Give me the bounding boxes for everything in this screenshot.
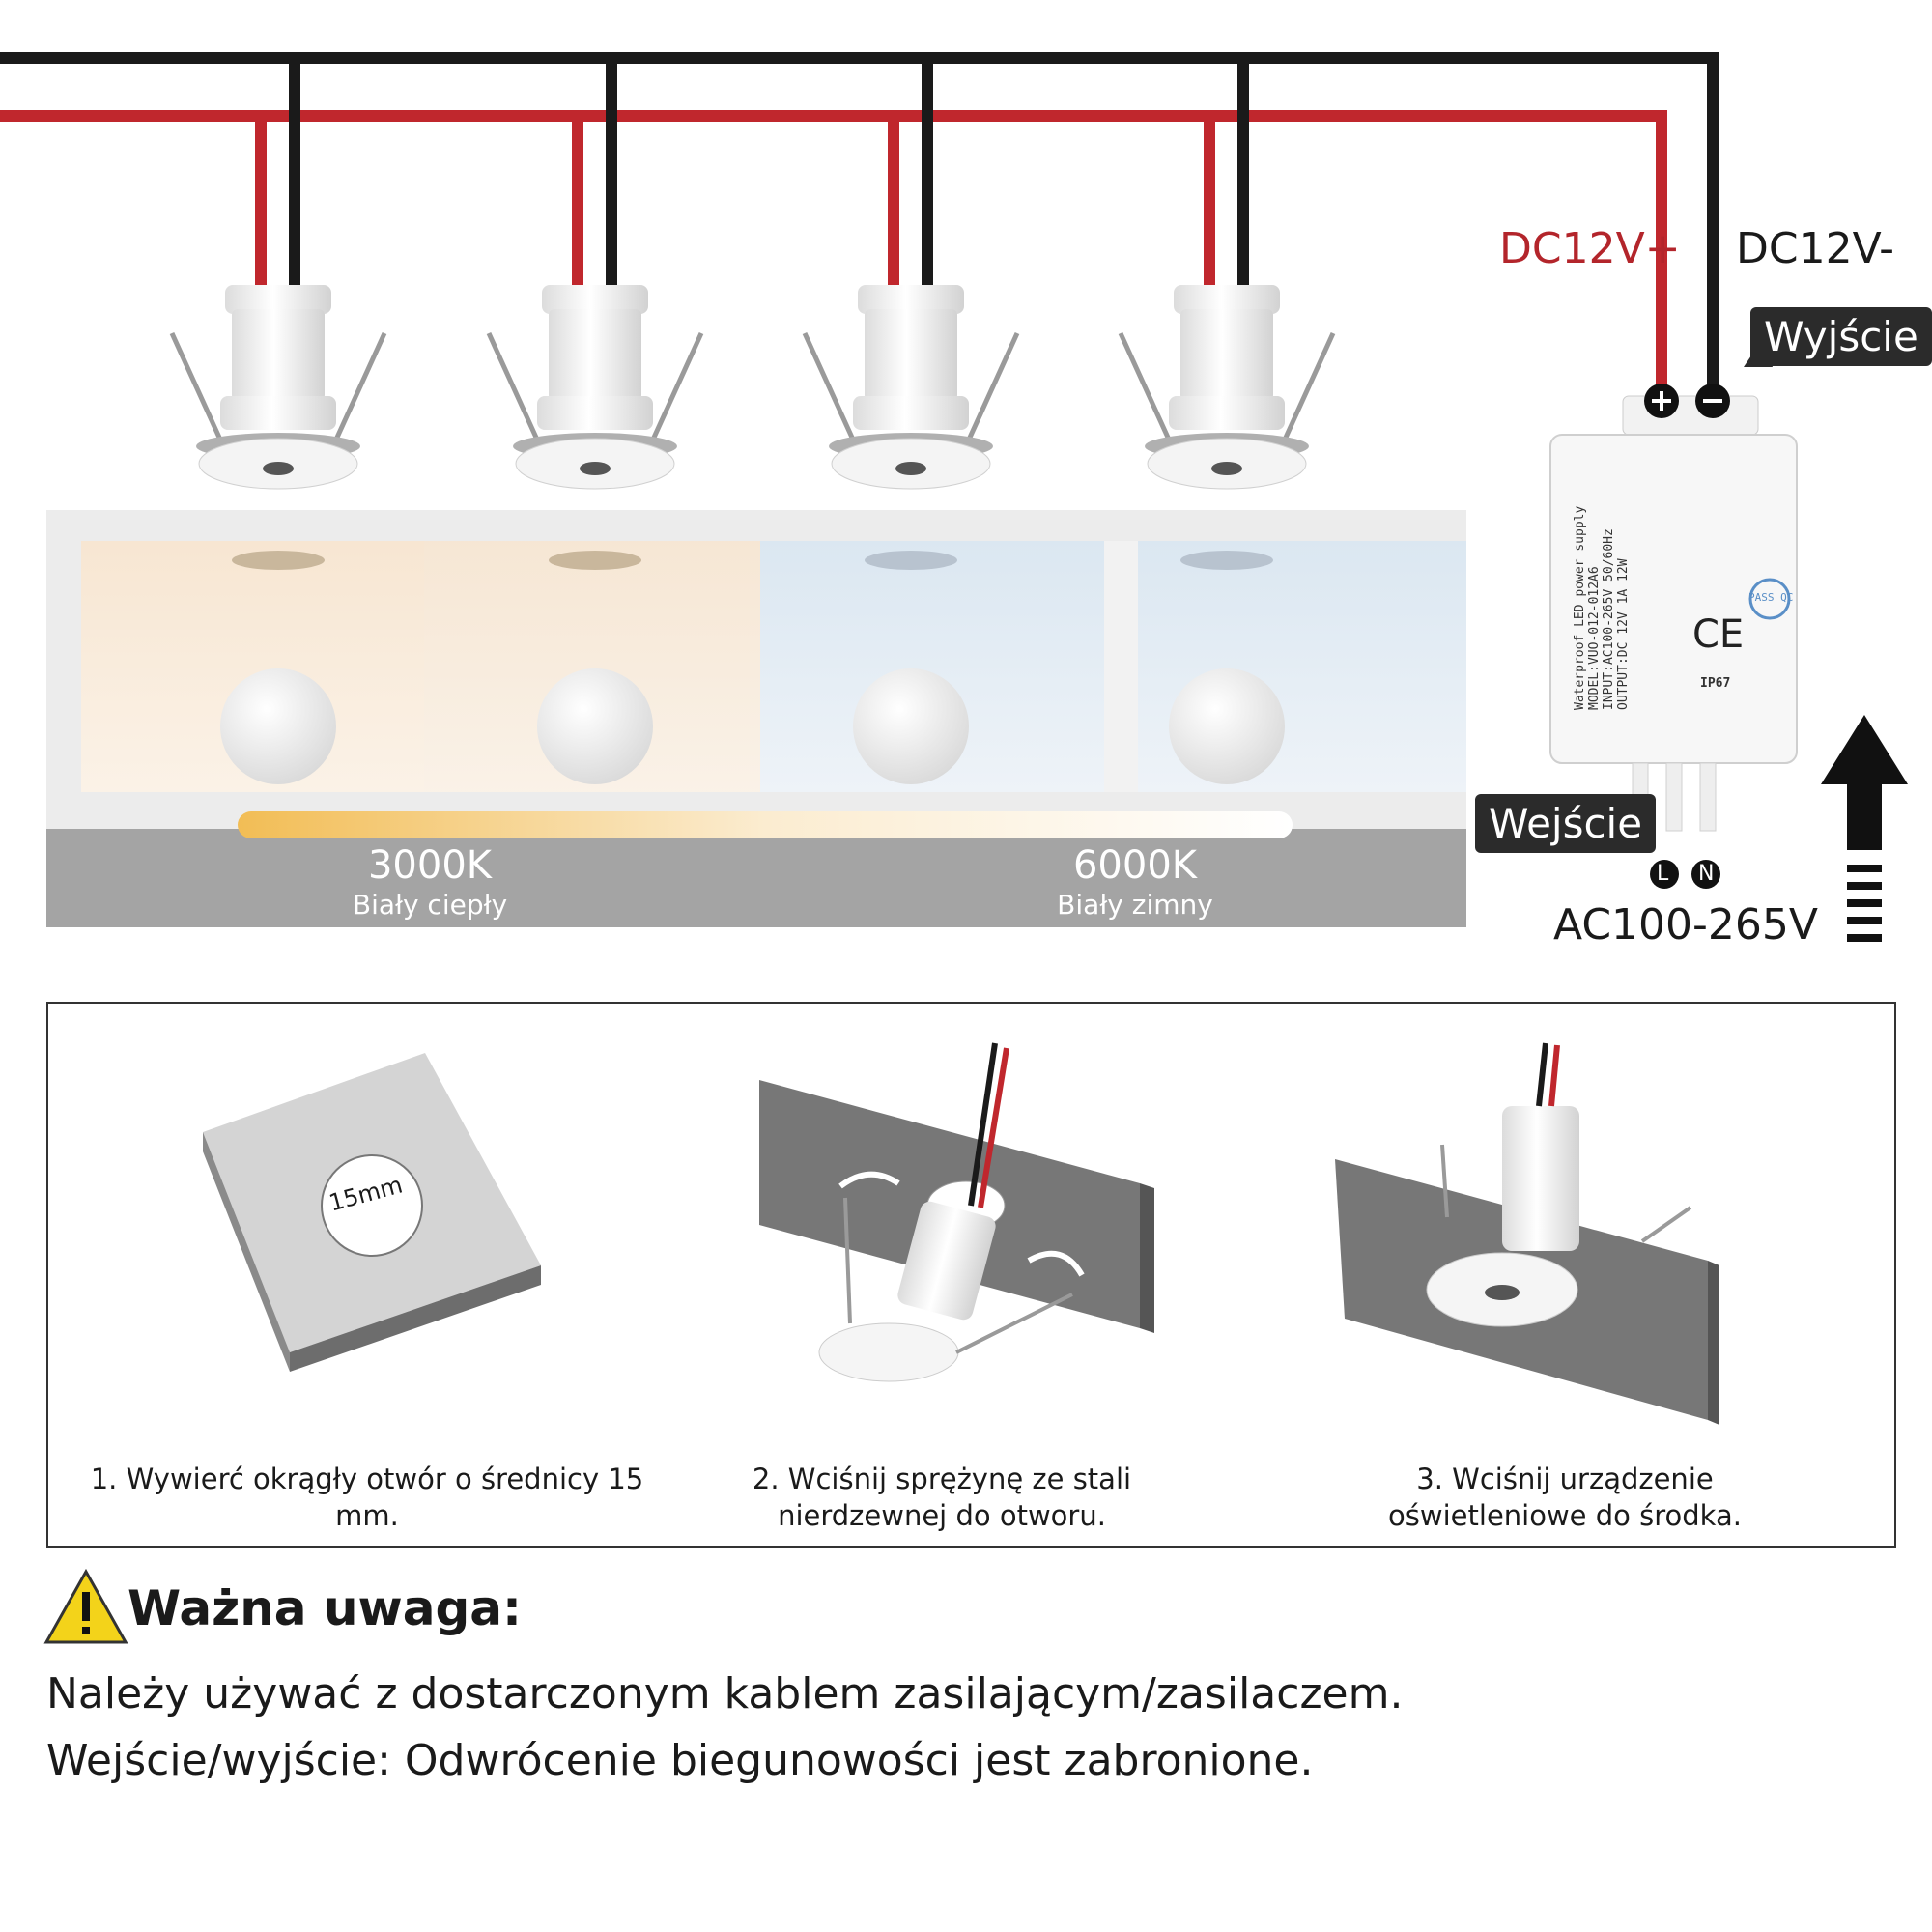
input-tag: Wejście [1475,794,1657,853]
warm-value: 3000K [367,843,493,888]
output-tag: Wyjście [1750,307,1932,366]
spotlight [486,285,704,490]
installation-frame [46,1002,1896,1548]
spotlight [802,285,1020,490]
arrow-up-icon [1821,715,1908,942]
spotlight [169,285,387,490]
spotlight-group [169,285,1336,490]
psu-label: Waterproof LED power supply MODEL:VUO-01… [1573,506,1631,710]
psu-line: INPUT:AC100-265V 50/60Hz [1602,528,1616,710]
step-2-caption: 2. Wciśnij sprężynę ze stali nierdzewnej… [752,1463,1132,1532]
warm-name: Biały ciepły [352,889,508,921]
psu-line: MODEL:VUO-012-012A6 [1587,566,1602,710]
l-terminal-label: L [1657,862,1669,886]
dc-minus-label: DC12V- [1736,224,1894,273]
step-3-illustration [1335,1042,1719,1425]
note-title: Ważna uwaga: [128,1580,523,1636]
ac-voltage-label: AC100-265V [1553,900,1818,950]
psu-line: Waterproof LED power supply [1573,505,1587,710]
note-line: Wejście/wyjście: Odwrócenie biegunowości… [46,1736,1314,1785]
step-1-caption: 1. Wywierć okrągły otwór o średnicy 15 m… [90,1463,644,1532]
power-supply: CE [1549,338,1798,889]
note-line: Należy używać z dostarczonym kablem zasi… [46,1669,1404,1719]
svg-text:CE: CE [1692,612,1744,657]
ip-rating: IP67 [1700,676,1731,691]
psu-line: OUTPUT:DC 12V 1A 12W [1616,558,1631,710]
cool-name: Biały zimny [1057,889,1213,921]
warning-icon [43,1568,128,1644]
step-2-illustration [759,1042,1154,1382]
wire-bus [0,52,1719,406]
n-terminal-label: N [1698,862,1715,886]
step-3-caption: 3. Wciśnij urządzenie oświetleniowe do ś… [1388,1463,1742,1532]
display-shelf [46,510,1466,927]
spotlight [1118,285,1336,490]
qc-badge: PASS QC [1748,591,1794,604]
step-1-illustration [203,1053,541,1372]
dc-plus-label: DC12V+ [1499,224,1681,273]
cool-value: 6000K [1072,843,1198,888]
